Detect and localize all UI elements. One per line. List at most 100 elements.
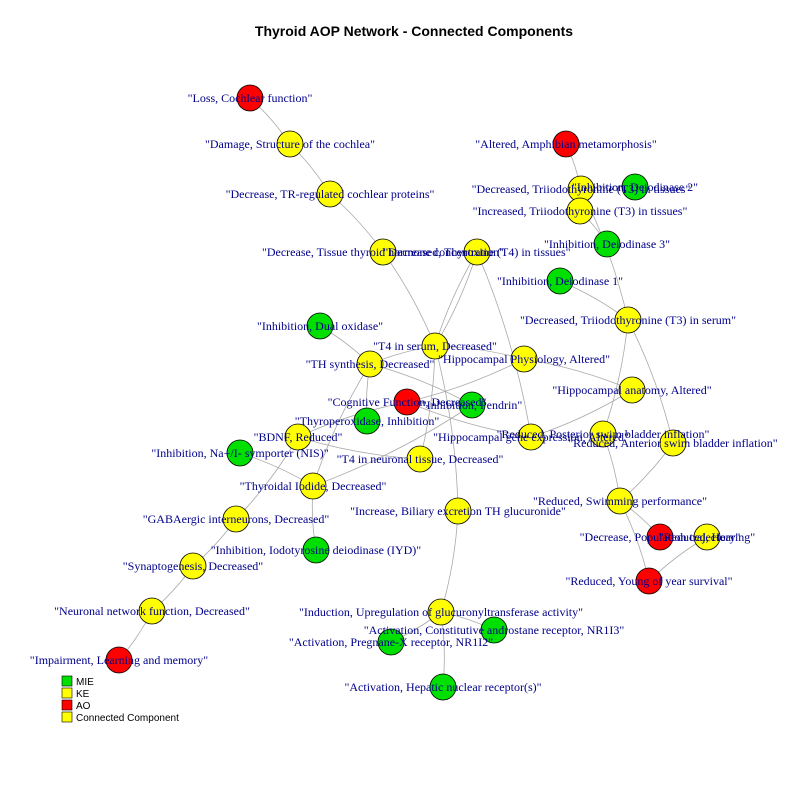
- node-label-impairment-learning-and-memory: "Impairment, Learning and memory": [30, 653, 209, 667]
- node-label-decrease-tissue-thyroid-hormone-concentration: "Decrease, Tissue thyroid hormone concen…: [262, 245, 504, 259]
- node-label-synaptogenesis-decreased: "Synaptogenesis, Decreased": [123, 559, 264, 573]
- node-altered-amphibian-metamorphosis[interactable]: [552, 130, 580, 158]
- node-label-hippocampal-anatomy-altered: "Hippocampal anatomy, Altered": [552, 383, 711, 397]
- legend-swatch-ao: [61, 699, 73, 711]
- node-label-decreased-thyroxine-t4-in-tissues: "Decreased, Thyroxine (T4) in tissues": [383, 245, 570, 259]
- node-label-inhibition-iodotyrosine-deiodinase-iyd: "Inhibition, Iodotyrosine deiodinase (IY…: [211, 543, 422, 557]
- node-label-reduced-swimming-performance: "Reduced, Swimming performance": [533, 494, 707, 508]
- node-decrease-tr-regulated-cochlear-proteins[interactable]: [316, 180, 344, 208]
- edge-n14-n5: [434, 251, 478, 347]
- node-thyroperoxidase-inhibition[interactable]: [353, 407, 381, 435]
- node-label-activation-pregnane-x-receptor-nr1i2: "Activation, Pregnane-X receptor, NR1I2": [289, 635, 493, 649]
- node-hippocampal-anatomy-altered[interactable]: [618, 376, 646, 404]
- node-activation-constitutive-androstane-receptor-nr1i3[interactable]: [480, 616, 508, 644]
- legend-swatch-mie: [61, 675, 73, 687]
- node-label-activation-constitutive-androstane-receptor-nr1i3: "Activation, Constitutive androstane rec…: [364, 623, 625, 637]
- node-inhibition-dual-oxidase[interactable]: [306, 312, 334, 340]
- node-label-damage-structure-of-the-cochlea: "Damage, Structure of the cochlea": [205, 137, 375, 151]
- node-inhibition-pendrin[interactable]: [458, 391, 486, 419]
- node-increased-triiodothyronine-t3-in-tissues[interactable]: [566, 197, 594, 225]
- node-inhibition-na-i-symporter-nis[interactable]: [226, 439, 254, 467]
- node-hippocampal-gene-expression-altered[interactable]: [517, 423, 545, 451]
- node-inhibition-deiodinase-2[interactable]: [621, 173, 649, 201]
- edge-n14-n30: [434, 345, 459, 512]
- node-label-decreased-triiodothyronine-t3-in-serum: "Decreased, Triiodothyronine (T3) in ser…: [520, 313, 736, 327]
- node-label-reduced-anterior-swim-bladder-inflation: "Reduced, Anterior swim bladder inflatio…: [568, 436, 778, 450]
- edge-n26-n21: [297, 436, 421, 460]
- node-reduced-posterior-swim-bladder-inflation[interactable]: [589, 420, 617, 448]
- legend-label-mie: MIE: [76, 677, 94, 688]
- node-synaptogenesis-decreased[interactable]: [179, 552, 207, 580]
- legend-label-ke: KE: [76, 689, 90, 700]
- node-label-decrease-tr-regulated-cochlear-proteins: "Decrease, TR-regulated cochlear protein…: [226, 187, 435, 201]
- node-hippocampal-physiology-altered[interactable]: [510, 345, 538, 373]
- node-increase-biliary-excretion-th-glucuronide[interactable]: [444, 497, 472, 525]
- node-label-activation-hepatic-nuclear-receptor-s: "Activation, Hepatic nuclear receptor(s)…: [344, 680, 541, 694]
- node-label-inhibition-dual-oxidase: "Inhibition, Dual oxidase": [257, 319, 383, 333]
- node-label-t4-in-neuronal-tissue-decreased: "T4 in neuronal tissue, Decreased": [337, 452, 504, 466]
- node-label-cognitive-function-decreased: "Cognitive Function, Decreased": [328, 395, 487, 409]
- node-label-neuronal-network-function-decreased: "Neuronal network function, Decreased": [54, 604, 250, 618]
- node-label-thyroidal-iodide-decreased: "Thyroidal Iodide, Decreased": [240, 479, 387, 493]
- edge-n12-n23: [602, 319, 629, 435]
- node-label-hippocampal-physiology-altered: "Hippocampal Physiology, Altered": [438, 352, 610, 366]
- node-label-reduced-hearing: "Reduced, Hearing": [659, 530, 756, 544]
- node-th-synthesis-decreased[interactable]: [356, 350, 384, 378]
- node-label-increased-triiodothyronine-t3-in-tissues: "Increased, Triiodothyronine (T3) in tis…: [473, 204, 688, 218]
- node-label-inhibition-deiodinase-3: "Inhibition, Deiodinase 3": [544, 237, 670, 251]
- node-t4-in-neuronal-tissue-decreased[interactable]: [406, 445, 434, 473]
- node-activation-hepatic-nuclear-receptor-s[interactable]: [429, 673, 457, 701]
- node-decrease-tissue-thyroid-hormone-concentration[interactable]: [369, 238, 397, 266]
- legend-label-connected-component: Connected Component: [76, 713, 179, 724]
- label-layer: "Loss, Cochlear function" "Damage, Struct…: [30, 91, 778, 694]
- node-reduced-anterior-swim-bladder-inflation[interactable]: [659, 429, 687, 457]
- node-reduced-young-of-year-survival[interactable]: [635, 567, 663, 595]
- edge-n5-n14: [434, 251, 478, 347]
- node-gabaergic-interneurons-decreased[interactable]: [222, 505, 250, 533]
- node-label-altered-amphibian-metamorphosis: "Altered, Amphibian metamorphosis": [475, 137, 657, 151]
- node-neuronal-network-function-decreased[interactable]: [138, 597, 166, 625]
- edge-n5-n22: [476, 251, 532, 438]
- node-damage-structure-of-the-cochlea[interactable]: [276, 130, 304, 158]
- node-label-inhibition-deiodinase-1: "Inhibition, Deiodinase 1": [497, 274, 623, 288]
- node-inhibition-deiodinase-1[interactable]: [546, 267, 574, 295]
- edge-n22-n18: [406, 401, 532, 438]
- node-inhibition-deiodinase-3[interactable]: [593, 230, 621, 258]
- node-label-reduced-posterior-swim-bladder-inflation: "Reduced, Posterior swim bladder inflati…: [497, 427, 710, 441]
- node-activation-pregnane-x-receptor-nr1i2[interactable]: [377, 628, 405, 656]
- node-label-t4-in-serum-decreased: "T4 in serum, Decreased": [373, 339, 497, 353]
- node-t4-in-serum-decreased[interactable]: [421, 332, 449, 360]
- node-decreased-thyroxine-t4-in-tissues[interactable]: [463, 238, 491, 266]
- legend-label-ao: AO: [76, 701, 91, 712]
- node-label-inhibition-na-i-symporter-nis: "Inhibition, Na+/I- symporter (NIS)": [151, 446, 328, 460]
- node-cognitive-function-decreased[interactable]: [393, 388, 421, 416]
- node-decrease-population-trajectory[interactable]: [646, 523, 674, 551]
- node-label-reduced-young-of-year-survival: "Reduced, Young of year survival": [565, 574, 732, 588]
- edge-n12-n24: [627, 319, 674, 444]
- node-decreased-triiodothyronine-t3-in-serum[interactable]: [614, 306, 642, 334]
- node-label-decreased-triiodothyronine-t3-in-tissues: "Decreased, Triiodothyronine (T3) in tis…: [472, 182, 691, 196]
- node-reduced-hearing[interactable]: [693, 523, 721, 551]
- node-label-inhibition-deiodinase-2: "Inhibition, Deiodinase 2": [572, 180, 698, 194]
- edge-n30-n37: [440, 510, 459, 613]
- node-induction-upregulation-of-glucuronyltransferase-activity[interactable]: [427, 598, 455, 626]
- node-label-loss-cochlear-function: "Loss, Cochlear function": [188, 91, 313, 105]
- node-label-bdnf-reduced: "BDNF, Reduced": [254, 430, 343, 444]
- node-label-thyroperoxidase-inhibition: "Thyroperoxidase, Inhibition": [295, 414, 440, 428]
- node-thyroidal-iodide-decreased[interactable]: [299, 472, 327, 500]
- legend-swatch-ke: [61, 687, 73, 699]
- node-label-increase-biliary-excretion-th-glucuronide: "Increase, Biliary excretion TH glucuron…: [350, 504, 566, 518]
- edge-n16-n18: [406, 358, 525, 403]
- node-label-decrease-population-trajectory: "Decrease, Population trajectory": [580, 530, 741, 544]
- edge-n27-n15: [312, 363, 371, 487]
- node-reduced-swimming-performance[interactable]: [606, 487, 634, 515]
- node-impairment-learning-and-memory[interactable]: [105, 646, 133, 674]
- node-inhibition-iodotyrosine-deiodinase-iyd[interactable]: [302, 536, 330, 564]
- node-label-hippocampal-gene-expression-altered: "Hippocampal gene expression, Altered": [433, 430, 629, 444]
- node-label-inhibition-pendrin: "Inhibition, Pendrin": [422, 398, 523, 412]
- legend-swatch-connected-component: [61, 711, 73, 723]
- node-loss-cochlear-function[interactable]: [236, 84, 264, 112]
- node-bdnf-reduced[interactable]: [284, 423, 312, 451]
